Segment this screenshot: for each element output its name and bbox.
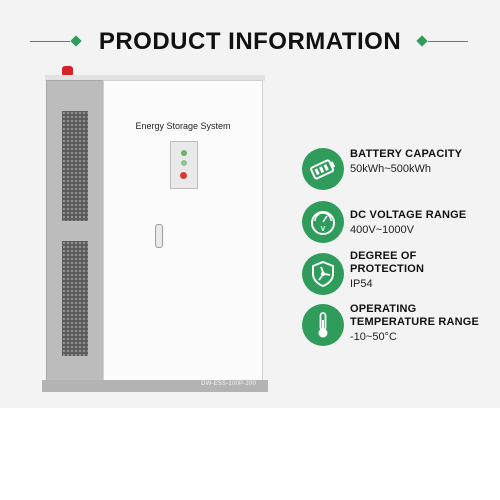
cabinet-left-door — [46, 80, 104, 382]
diamond-left-icon — [70, 35, 82, 47]
feature-dc-voltage-range: V DC VOLTAGE RANGE 400V~1000V — [302, 201, 492, 245]
thermometer-icon — [302, 304, 344, 346]
diamond-right-icon — [416, 35, 428, 47]
vent-grille-top — [62, 111, 88, 221]
voltmeter-icon: V — [302, 201, 344, 243]
emergency-stop-icon — [180, 172, 187, 179]
feature-title-line2: TEMPERATURE RANGE — [350, 316, 480, 328]
status-led-icon — [181, 150, 187, 156]
svg-text:V: V — [321, 226, 326, 233]
page-title: PRODUCT INFORMATION — [98, 28, 402, 55]
feature-title-line2: PROTECTION — [350, 263, 425, 275]
header-line-right — [428, 41, 468, 42]
status-led-icon — [181, 160, 187, 166]
feature-degree-of-protection: DEGREE OF PROTECTION IP54 — [302, 250, 492, 298]
feature-value: 400V~1000V — [350, 224, 414, 236]
feature-value: IP54 — [350, 278, 373, 290]
feature-title: BATTERY CAPACITY — [350, 148, 463, 160]
shield-icon — [302, 253, 344, 295]
header: PRODUCT INFORMATION — [0, 26, 500, 58]
alarm-light-icon — [62, 66, 73, 75]
model-number: DW-ESS-100P-200 — [201, 381, 256, 387]
feature-battery-capacity: BATTERY CAPACITY 50kWh~500kWh — [302, 148, 492, 192]
feature-value: -10~50°C — [350, 331, 397, 343]
feature-title-line1: OPERATING — [350, 303, 417, 315]
feature-title: DC VOLTAGE RANGE — [350, 209, 467, 221]
header-line-left — [30, 41, 70, 42]
cabinet-label: Energy Storage System — [135, 121, 231, 131]
vent-grille-bottom — [62, 241, 88, 356]
feature-operating-temperature: OPERATING TEMPERATURE RANGE -10~50°C — [302, 303, 492, 351]
battery-icon — [302, 148, 344, 190]
feature-title-line1: DEGREE OF — [350, 250, 417, 262]
cabinet-top — [45, 75, 265, 81]
control-panel — [170, 141, 198, 189]
energy-storage-cabinet-image: Energy Storage System DW-ESS-100P-200 — [40, 66, 270, 396]
door-handle — [155, 224, 163, 248]
feature-value: 50kWh~500kWh — [350, 163, 432, 175]
cabinet-base: DW-ESS-100P-200 — [42, 380, 268, 392]
cabinet-main-door: Energy Storage System — [103, 80, 263, 382]
